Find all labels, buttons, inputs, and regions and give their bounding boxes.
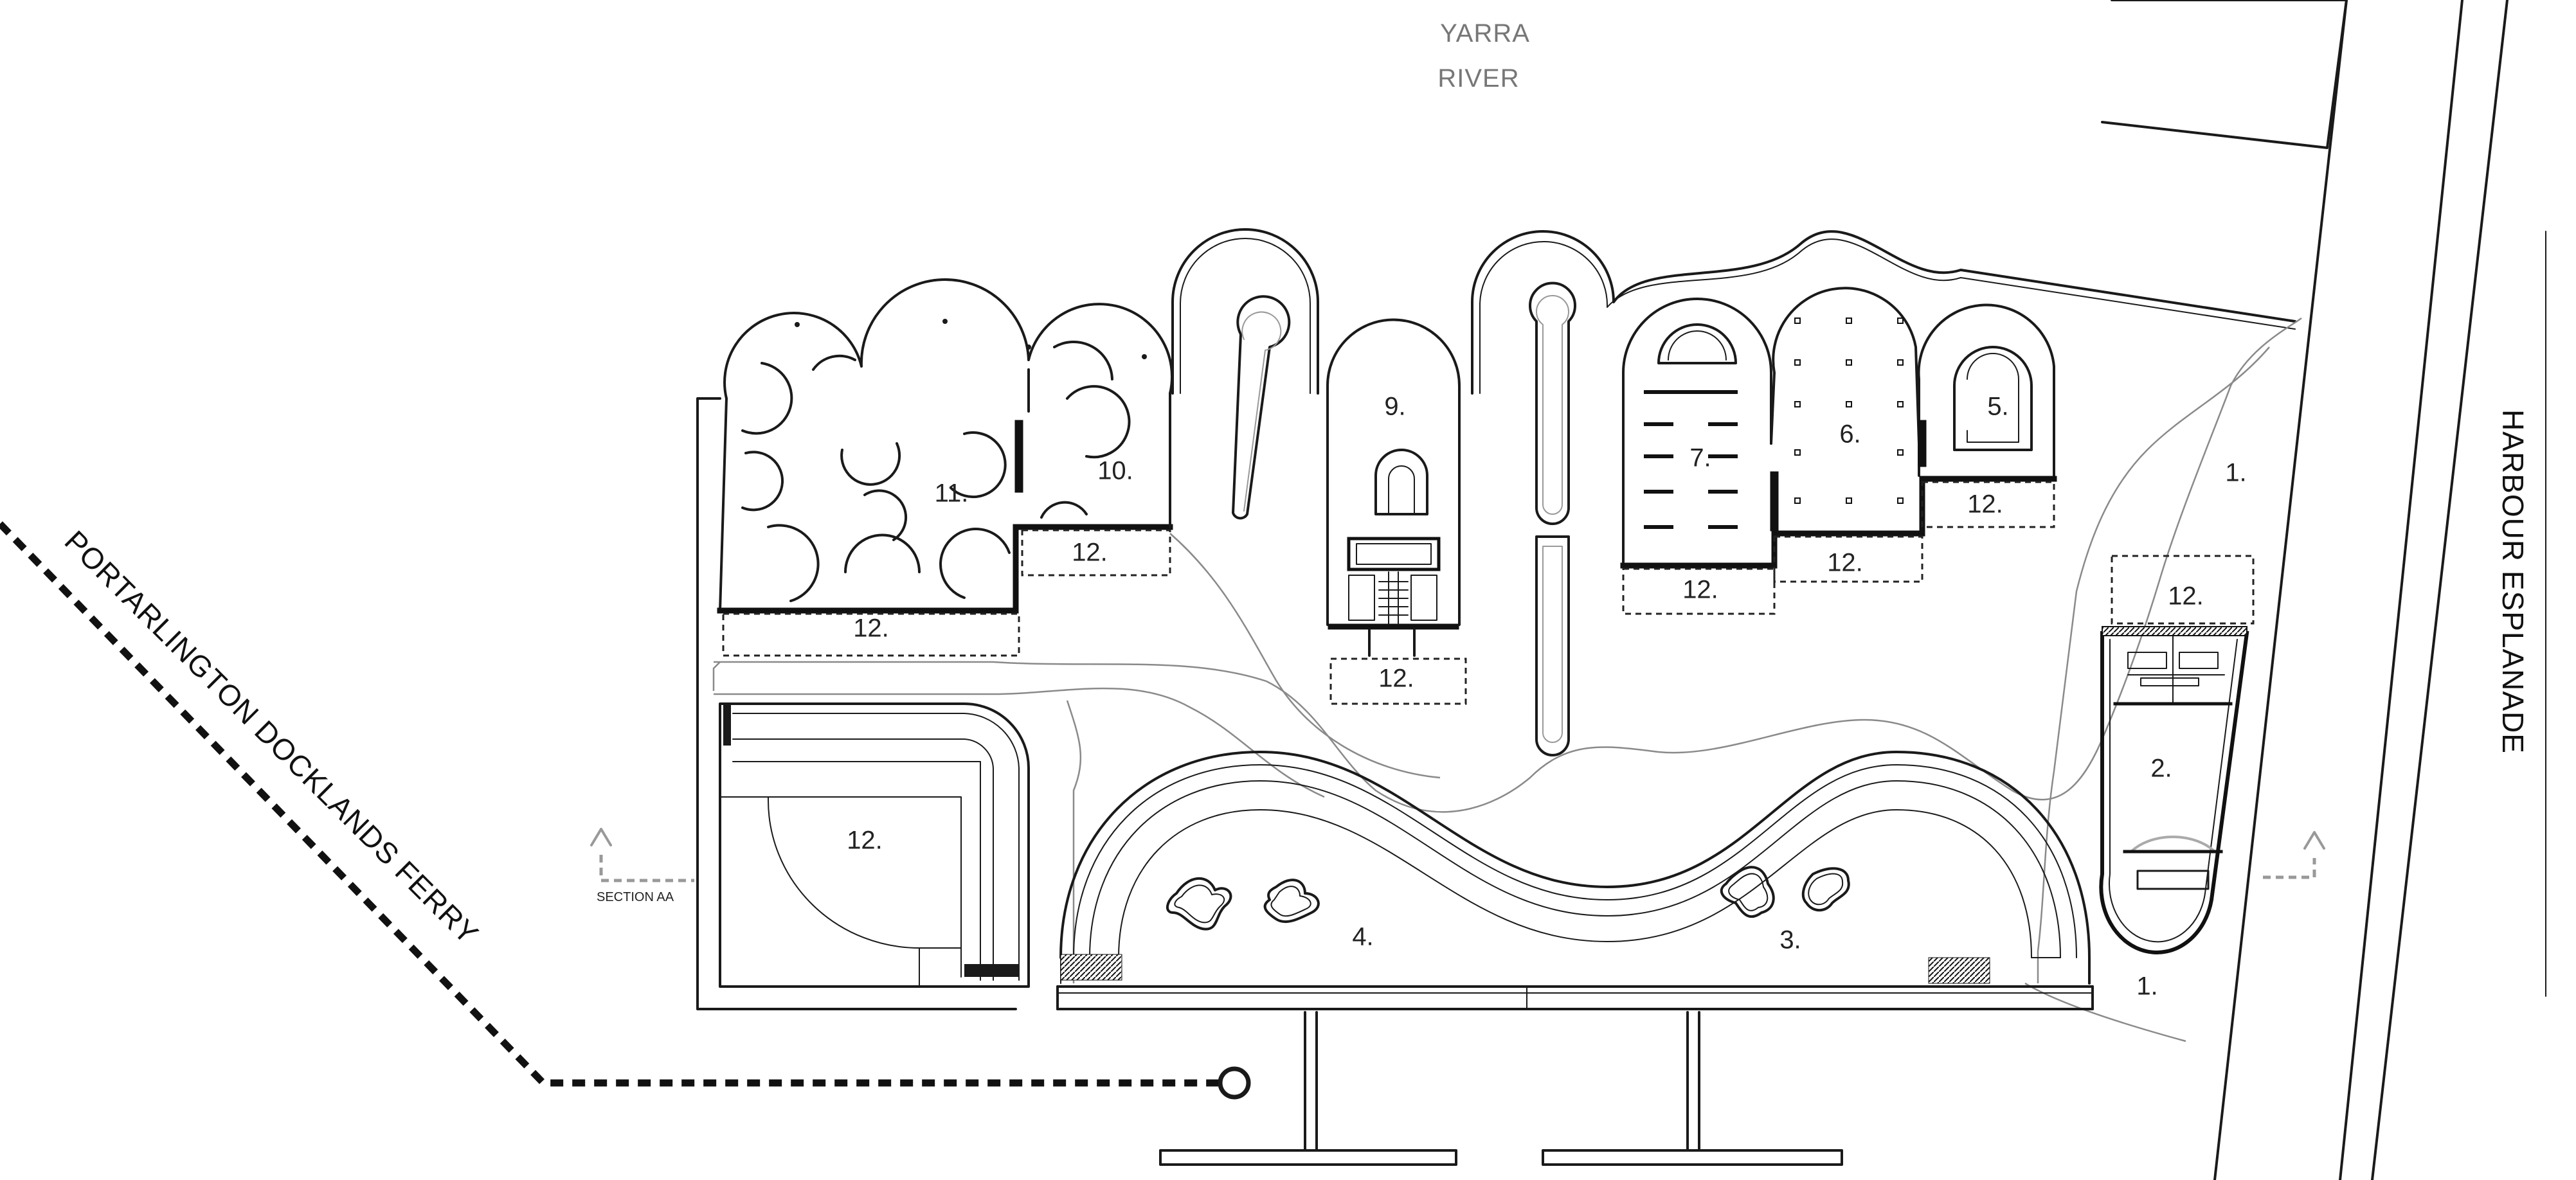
ferry-stop-marker	[1218, 1066, 1251, 1100]
road-edge-inner	[2339, 0, 2463, 1180]
building-2: 2. 12.	[2099, 555, 2255, 954]
waterfront-edge-inner	[1180, 238, 2296, 394]
zone-9-label: 12.	[847, 827, 883, 855]
harbour-esplanade-road: HARBOUR ESPLANADE	[2101, 0, 2546, 1180]
wall-posts	[795, 319, 1147, 359]
zone-12e-label: 12.	[1827, 549, 1863, 577]
zone-1b-label: 1.	[2136, 972, 2157, 1001]
top-right-building	[2101, 0, 2348, 149]
zone-12e-area	[1773, 535, 1923, 583]
zone-8-label: 9.	[1384, 393, 1405, 421]
jetties	[1159, 1011, 1843, 1166]
zone-12f-label: 12.	[1967, 490, 2003, 519]
zone-2-label: 2.	[2150, 755, 2172, 783]
zone-10-label: 10.	[1097, 457, 1133, 485]
zone-1a-label: 1.	[2225, 459, 2246, 487]
zone-6-label: 6.	[1839, 420, 1860, 449]
zone-12a-area	[722, 612, 1020, 657]
zone-12b-label: 12.	[1072, 539, 1108, 567]
column-grid	[1794, 317, 1904, 504]
building-8: 9. 12.	[1326, 318, 1467, 705]
building-2-hatched-wall	[2102, 626, 2247, 636]
zone-12b-area	[1021, 529, 1171, 577]
zone-12g-area	[2111, 555, 2255, 625]
zone-4-label: 4.	[1352, 923, 1373, 951]
river-label-line1: YARRA	[1440, 19, 1530, 48]
waterfront-edge	[1171, 228, 2296, 395]
buildings-7-6-5: 7. 6. 5. 12. 12. 12.	[1620, 287, 2057, 615]
ferry-route-line	[0, 521, 1221, 1087]
road-edge-east	[2371, 0, 2508, 1180]
zone-11-label: 11.	[935, 479, 969, 508]
zone-12d-label: 12.	[1682, 576, 1718, 604]
section-aa-label: SECTION AA	[597, 890, 674, 904]
zone-7-label: 7.	[1689, 444, 1711, 472]
zone-3-label: 3.	[1779, 926, 1801, 954]
road-edge-west	[2213, 0, 2348, 1180]
zone-12c-label: 12.	[1378, 665, 1414, 693]
ferry-route-label: PORTARLINGTON DOCKLANDS FERRY	[59, 524, 485, 951]
building-11-10: 11. 10. 12. 12.	[717, 278, 1174, 657]
site-boundary-west	[696, 397, 1017, 1010]
water-feature-left	[1232, 295, 1291, 520]
harbour-esplanade-label: HARBOUR ESPLANADE	[2496, 409, 2530, 754]
water-feature-right	[1529, 282, 1576, 756]
section-aa-marker-west: SECTION AA	[590, 828, 694, 904]
zone-12g-label: 12.	[2168, 582, 2204, 611]
amphitheatre-9: 12.	[719, 702, 1030, 988]
walking-paths	[712, 317, 2302, 1042]
river-label-line2: RIVER	[1437, 64, 1519, 93]
ferry-route: PORTARLINGTON DOCKLANDS FERRY	[0, 521, 1251, 1100]
section-aa-marker-east	[2263, 831, 2325, 879]
zone-12f-area	[1921, 481, 2055, 528]
zone-12c-area	[1329, 657, 1467, 705]
zone-12d-area	[1622, 568, 1776, 615]
river-label: YARRA RIVER	[1437, 19, 1530, 93]
zone-12a-label: 12.	[853, 614, 889, 643]
wave-amphitheatre-3-4: 4. 3.	[1056, 751, 2094, 1010]
zone-5-label: 5.	[1987, 393, 2008, 421]
